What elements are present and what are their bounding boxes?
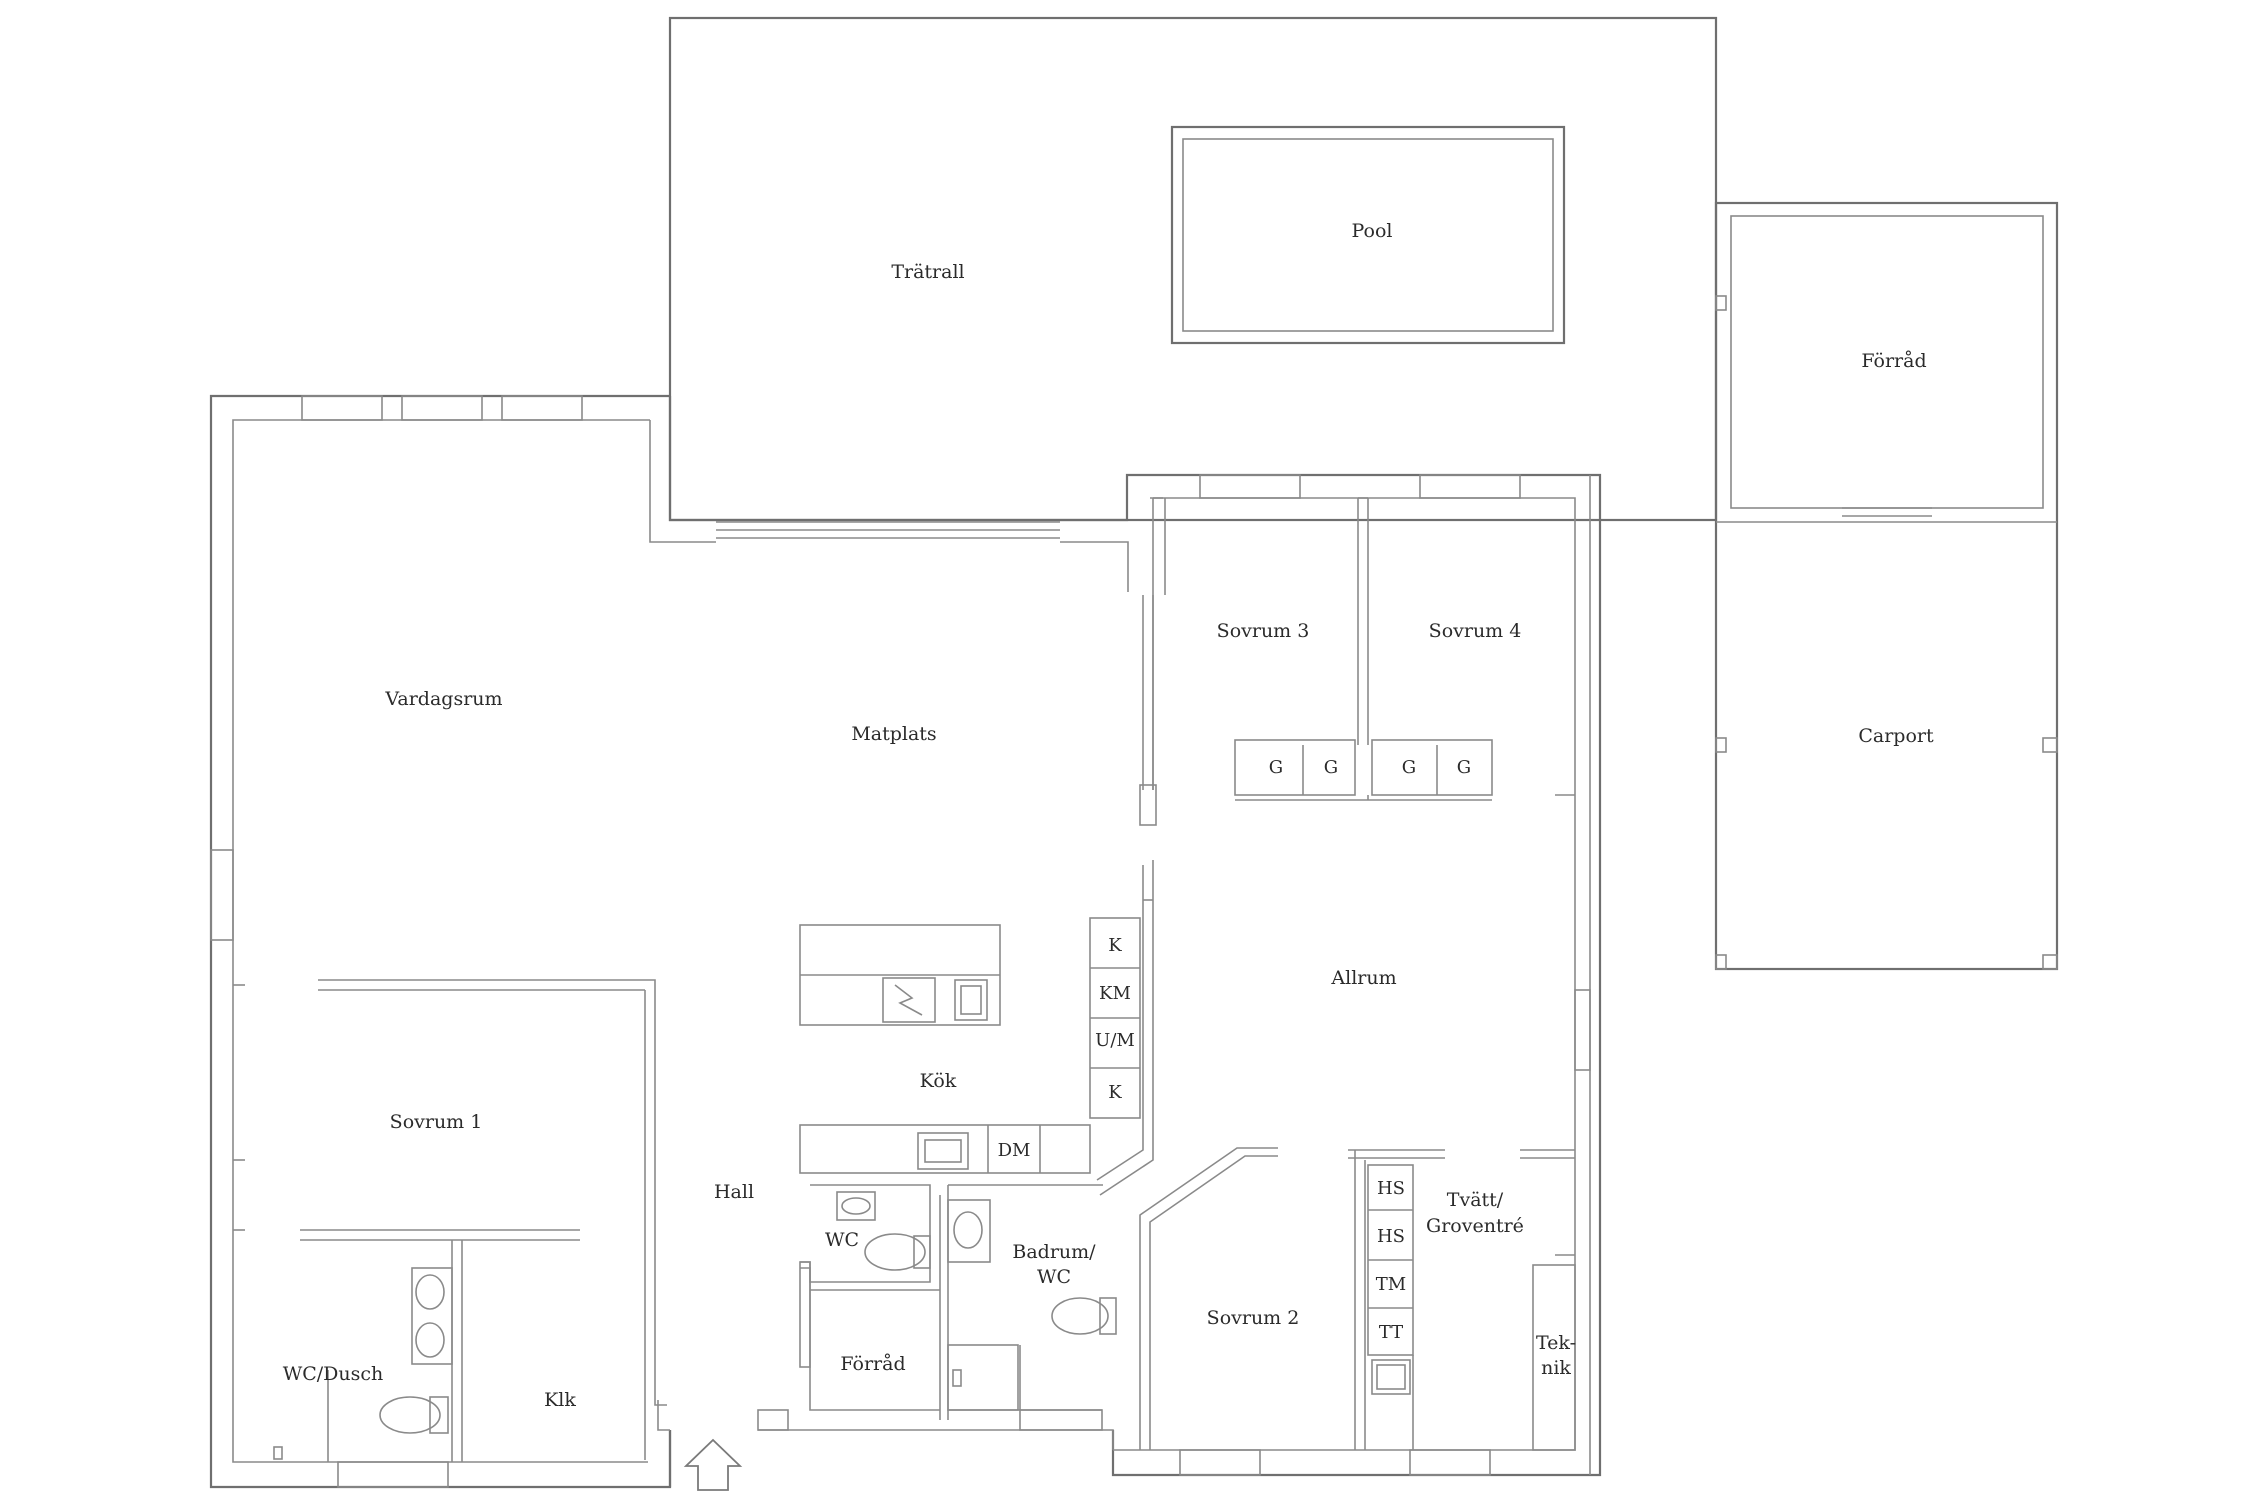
label-teknik-line1: Tek- [1536, 1332, 1576, 1354]
interior-walls [233, 497, 1576, 1462]
pool-outline [1170, 125, 1566, 345]
exterior-walls [209, 394, 1602, 1489]
deck-outline [668, 16, 1718, 522]
label-klk: Klk [544, 1389, 576, 1411]
label-vardagsrum: Vardagsrum [384, 688, 502, 710]
code-hs-1: HS [1377, 1178, 1405, 1199]
code-km: KM [1099, 983, 1131, 1004]
wc-washbasin-icon [836, 1191, 876, 1221]
label-carport: Carport [1858, 725, 1934, 747]
label-sovrum4: Sovrum 4 [1429, 620, 1522, 642]
wcdusch-toilet-icon [379, 1396, 449, 1434]
label-wc: WC [825, 1229, 859, 1251]
code-tt: TT [1379, 1322, 1403, 1343]
label-badrum-line2: WC [1037, 1266, 1071, 1288]
badrum-toilet-icon [1051, 1297, 1117, 1335]
label-allrum: Allrum [1330, 967, 1396, 989]
outbuilding-walls [1714, 201, 2059, 971]
label-tvatt-line1: Tvätt/ [1447, 1189, 1504, 1211]
label-tvatt-line2: Groventré [1426, 1215, 1524, 1237]
label-tratrall: Trätrall [891, 261, 964, 283]
code-g-4: G [1457, 757, 1471, 778]
wardrobe-dividers [1302, 745, 1438, 795]
entrance-arrow-icon [683, 1438, 743, 1491]
label-kok: Kök [920, 1070, 957, 1092]
kitchen-hob-icon [882, 977, 936, 1023]
kitchen-sink-counter-icon [917, 1132, 969, 1170]
wc-toilet-icon [864, 1233, 931, 1271]
code-k-2: K [1108, 1082, 1122, 1103]
code-g-3: G [1402, 757, 1416, 778]
shower-drain-icon [273, 1446, 283, 1460]
label-teknik-line2: nik [1541, 1357, 1571, 1379]
code-tm: TM [1376, 1274, 1406, 1295]
label-pool: Pool [1352, 220, 1393, 242]
label-sovrum2: Sovrum 2 [1207, 1307, 1300, 1329]
code-k-1: K [1108, 935, 1122, 956]
tvatt-sink-icon [1371, 1359, 1411, 1395]
badrum-washbasin-icon [953, 1211, 983, 1249]
label-matplats: Matplats [851, 723, 936, 745]
code-g-2: G [1324, 757, 1338, 778]
label-sovrum3: Sovrum 3 [1217, 620, 1310, 642]
kitchen-sink-island-icon [954, 979, 988, 1021]
code-um: U/M [1095, 1030, 1135, 1051]
wcdusch-washbasins-icon [411, 1267, 453, 1365]
label-wc-dusch: WC/Dusch [283, 1363, 384, 1385]
label-hall: Hall [714, 1181, 754, 1203]
label-forrad-outer: Förråd [1861, 350, 1926, 372]
label-forrad-inner: Förråd [840, 1353, 905, 1375]
code-hs-2: HS [1377, 1226, 1405, 1247]
floor-drain-icon [952, 1369, 962, 1387]
label-badrum-line1: Badrum/ [1012, 1241, 1096, 1263]
code-g-1: G [1269, 757, 1283, 778]
code-dm: DM [998, 1140, 1031, 1161]
label-sovrum1: Sovrum 1 [390, 1111, 483, 1133]
